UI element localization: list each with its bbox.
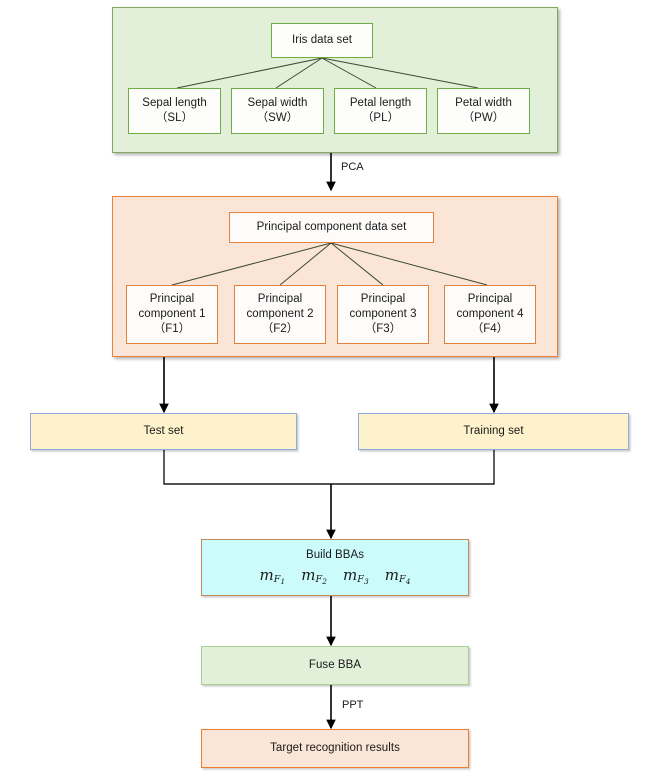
node-label: Target recognition results bbox=[270, 742, 400, 755]
node-training-set[interactable]: Training set bbox=[358, 413, 629, 450]
node-label: Fuse BBA bbox=[308, 659, 362, 672]
edge-label-ppt: PPT bbox=[342, 699, 364, 711]
bba-term-2: mF2 bbox=[301, 565, 327, 587]
node-code: （F2） bbox=[261, 322, 299, 335]
merge-lines bbox=[163, 450, 495, 485]
node-code: （F3） bbox=[364, 322, 402, 335]
node-fuse-bba[interactable]: Fuse BBA bbox=[201, 646, 469, 685]
node-principal-component-1[interactable]: Principal component 1 （F1） bbox=[126, 285, 218, 344]
node-label: Build BBAs bbox=[305, 549, 365, 562]
node-sepal-length[interactable]: Sepal length （SL） bbox=[128, 88, 221, 134]
node-petal-length[interactable]: Petal length （PL） bbox=[334, 88, 427, 134]
node-code: （SW） bbox=[256, 112, 299, 124]
bba-term-1: mF1 bbox=[259, 565, 286, 587]
node-label: Sepal width bbox=[247, 97, 308, 110]
bba-term-4: mF4 bbox=[384, 565, 411, 587]
node-label: Training set bbox=[463, 425, 524, 438]
build-bbas-content: Build BBAs mF1 mF2 mF3 mF4 bbox=[202, 548, 468, 587]
node-label-line2: component 4 bbox=[456, 308, 524, 321]
node-label: Test set bbox=[143, 425, 184, 438]
node-label-line1: Principal bbox=[149, 293, 195, 306]
bba-mass-functions: mF1 mF2 mF3 mF4 bbox=[259, 566, 410, 587]
node-code: （F4） bbox=[471, 322, 509, 335]
node-sepal-width[interactable]: Sepal width （SW） bbox=[231, 88, 324, 134]
node-label: Iris data set bbox=[291, 34, 353, 47]
node-code: （SL） bbox=[155, 112, 194, 124]
node-label-line2: component 1 bbox=[138, 308, 206, 321]
node-principal-component-data-set[interactable]: Principal component data set bbox=[229, 212, 434, 243]
node-iris-data-set[interactable]: Iris data set bbox=[271, 23, 373, 58]
node-label: Principal component data set bbox=[256, 221, 407, 234]
node-principal-component-2[interactable]: Principal component 2 （F2） bbox=[234, 285, 326, 344]
bba-term-3: mF3 bbox=[343, 565, 369, 587]
node-principal-component-4[interactable]: Principal component 4 （F4） bbox=[444, 285, 536, 344]
node-code: （F1） bbox=[153, 322, 191, 335]
node-label-line2: component 3 bbox=[349, 308, 417, 321]
node-label: Petal width bbox=[455, 97, 512, 110]
node-principal-component-3[interactable]: Principal component 3 （F3） bbox=[337, 285, 429, 344]
node-label-line2: component 2 bbox=[246, 308, 314, 321]
node-label-line1: Principal bbox=[257, 293, 303, 306]
node-target-recognition-results[interactable]: Target recognition results bbox=[201, 729, 469, 768]
node-code: （PL） bbox=[361, 112, 400, 124]
node-build-bbas[interactable]: Build BBAs mF1 mF2 mF3 mF4 bbox=[201, 539, 469, 596]
node-test-set[interactable]: Test set bbox=[30, 413, 297, 450]
node-label: Petal length bbox=[349, 97, 412, 110]
node-petal-width[interactable]: Petal width （PW） bbox=[437, 88, 530, 134]
node-label-line1: Principal bbox=[360, 293, 406, 306]
edge-label-pca: PCA bbox=[341, 161, 364, 173]
node-label-line1: Principal bbox=[467, 293, 513, 306]
node-code: （PW） bbox=[462, 112, 505, 124]
node-label: Sepal length bbox=[142, 97, 207, 110]
